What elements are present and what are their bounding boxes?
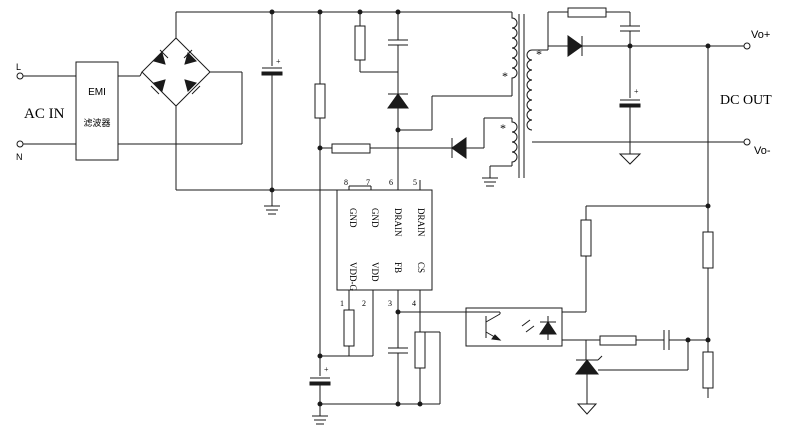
ic-pin-8-num: 8	[344, 178, 348, 187]
ic-pin-2-num: 2	[362, 299, 366, 308]
emi-filter-block: EMI 滤波器	[75, 61, 242, 161]
ic-label-drain-2: DRAIN	[416, 208, 426, 237]
neutral-terminal	[16, 140, 24, 148]
auxiliary-winding	[511, 118, 518, 166]
ic-label-drain-1: DRAIN	[393, 208, 403, 237]
divider-upper-resistor	[702, 231, 714, 269]
ic-label-gnd-1: GND	[348, 208, 358, 228]
ic-pin-3-num: 3	[388, 299, 392, 308]
ic-body	[336, 189, 433, 291]
compensation-network	[598, 330, 708, 371]
junction-dots	[269, 9, 711, 407]
rc-snubber-resistor	[567, 7, 607, 18]
bridge-diode-1	[153, 49, 169, 65]
ac-in-label: AC IN	[24, 106, 65, 122]
ground-symbol-tl431	[576, 403, 598, 415]
ground-symbol-primary	[312, 415, 328, 425]
ic-pin-5-num: 5	[413, 178, 417, 187]
ic-label-vdd-g: VDD-G	[348, 262, 358, 291]
opto-phototransistor	[466, 311, 502, 341]
aux-rectifier	[320, 137, 484, 159]
emi-subtitle: 滤波器	[83, 117, 110, 128]
ic-label-cs: CS	[416, 262, 426, 273]
controller-ic: 8 7 6 5 GND GND DRAIN DRAIN VDD-G VDD FB…	[272, 130, 433, 356]
divider-lower-resistor	[702, 351, 714, 389]
bulk-capacitor: +	[261, 12, 283, 215]
ground-symbol-aux	[482, 177, 498, 187]
emi-filter-box	[75, 61, 119, 161]
feedback-divider	[702, 231, 714, 398]
aux-dot: *	[500, 121, 506, 135]
ac-input-section: L N AC IN	[16, 62, 76, 162]
vo-minus-terminal	[743, 138, 751, 146]
vdd-cap-plus: +	[324, 365, 329, 374]
neutral-terminal-label: N	[16, 152, 23, 162]
primary-dot: *	[502, 69, 508, 83]
bridge-diode-4	[184, 79, 201, 95]
opto-led	[539, 316, 557, 340]
ic-label-fb: FB	[393, 262, 403, 273]
line-terminal	[16, 72, 24, 80]
bridge-rectifier	[139, 12, 243, 190]
ic-pin-4-num: 4	[412, 299, 416, 308]
opto-bias-resistor	[578, 205, 708, 313]
bridge-diode-2	[183, 49, 197, 65]
snubber-diode	[387, 93, 409, 109]
flyback-transformer: * * *	[398, 12, 542, 187]
ground-symbol-secondary	[618, 153, 642, 165]
vdd-capacitor: +	[309, 356, 331, 425]
emi-title: EMI	[88, 87, 106, 98]
vo-plus-label: Vo+	[751, 29, 770, 41]
ground-symbol-bulk	[264, 205, 280, 215]
snubber-resistor	[354, 25, 366, 61]
secondary-output-circuit: + Vo+ Vo- DC OUT	[532, 7, 772, 232]
secondary-winding	[526, 49, 533, 131]
opto-light-arrows	[521, 319, 535, 333]
startup-resistor	[314, 12, 326, 356]
dc-out-label: DC OUT	[720, 93, 772, 108]
secondary-dot: *	[536, 47, 542, 61]
vo-plus-terminal	[743, 42, 751, 50]
ic-label-vdd: VDD	[370, 262, 380, 282]
output-diode	[548, 35, 708, 57]
ic-pin-1-num: 1	[340, 299, 344, 308]
shunt-regulator	[574, 340, 603, 415]
comp-resistor	[599, 335, 637, 346]
bridge-diode-3	[150, 79, 166, 95]
fb-capacitor	[388, 311, 466, 404]
bulk-cap-plus: +	[276, 57, 281, 66]
primary-winding	[511, 12, 518, 88]
ic-label-gnd-2: GND	[370, 208, 380, 228]
output-cap-plus: +	[634, 87, 639, 96]
bridge-outline	[141, 37, 211, 107]
vdd-series-resistor	[331, 143, 371, 154]
line-terminal-label: L	[16, 62, 21, 72]
ic-pin-6-num: 6	[389, 178, 393, 187]
optocoupler	[465, 307, 563, 347]
rcd-snubber	[354, 12, 409, 190]
output-capacitor: +	[618, 46, 642, 165]
vo-minus-label: Vo-	[754, 145, 771, 157]
ic-pin-7-num: 7	[366, 178, 370, 187]
cs-resistor	[414, 331, 441, 404]
vdd-g-resistor	[343, 309, 355, 356]
